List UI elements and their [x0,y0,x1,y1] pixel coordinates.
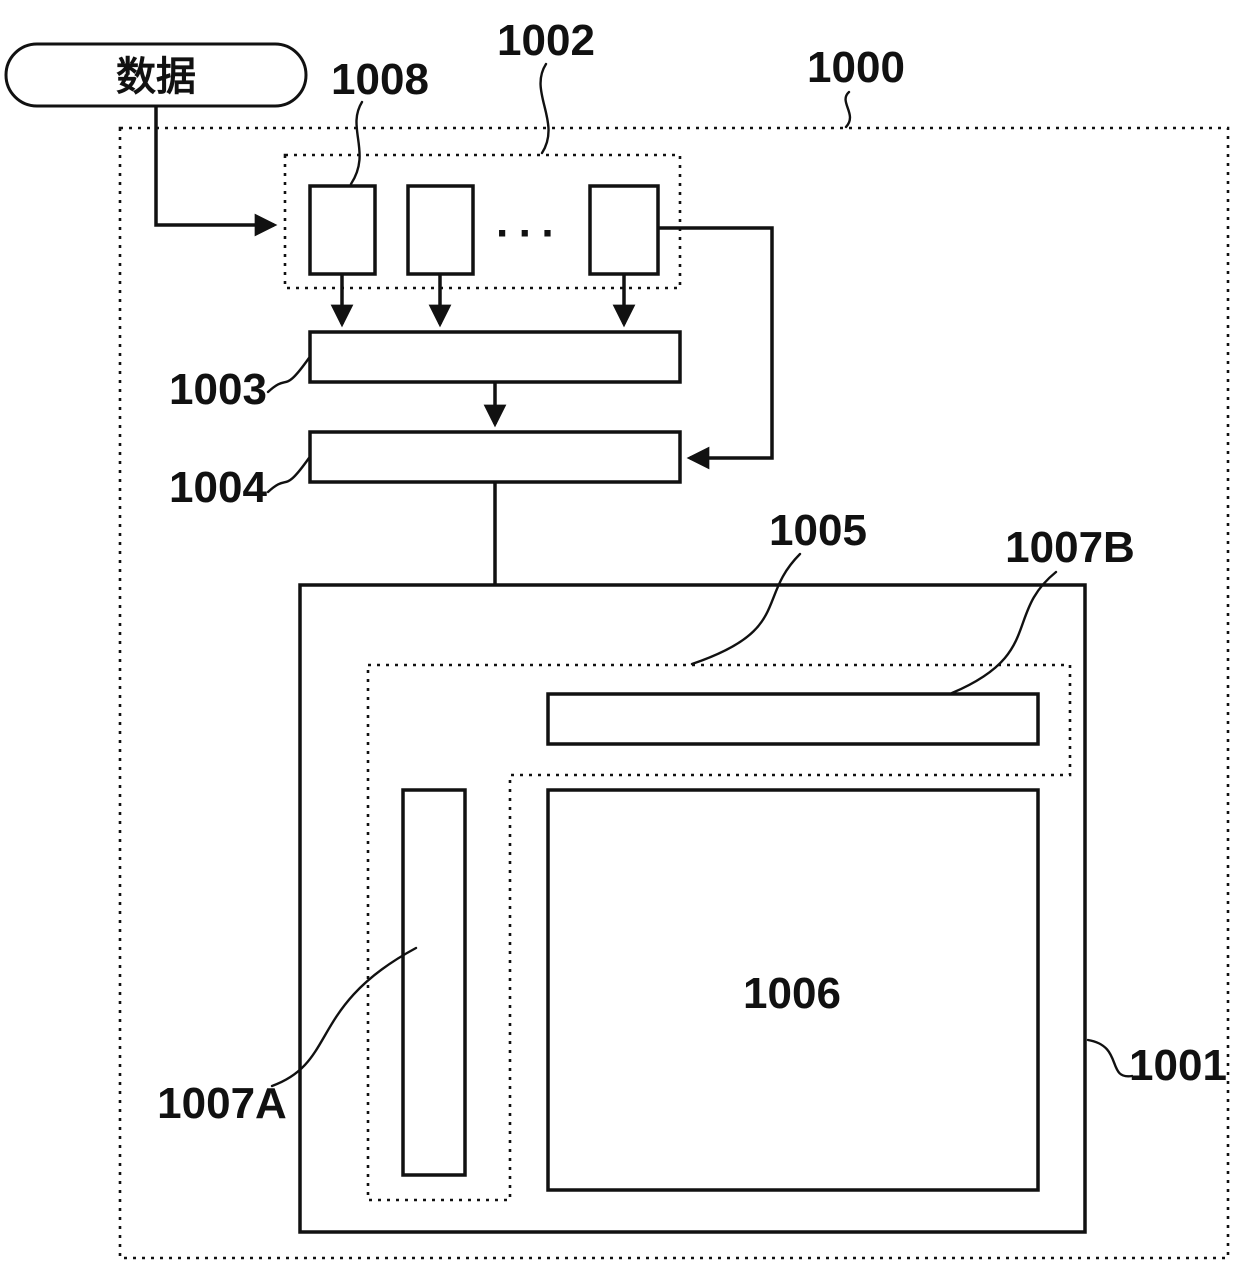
block-1002-dashed-box [283,153,682,290]
ellipsis-between-blocks: ··· [496,209,564,258]
label-1004: 1004 [169,463,267,512]
bar-1003 [308,330,682,384]
driver-bar-1007A [401,788,467,1177]
leader-1002 [539,62,550,155]
label-1008: 1008 [331,55,429,104]
leader-1003 [266,356,311,394]
label-1000: 1000 [807,43,905,92]
label-1007A: 1007A [157,1079,287,1128]
leader-1007A [270,946,418,1088]
driver-region-1005-dashed [366,663,1072,1202]
label-1003: 1003 [169,365,267,414]
pixel-area-1006 [546,788,1040,1192]
driver-bar-1007B [546,692,1040,746]
label-1006: 1006 [743,969,841,1018]
leader-1004 [266,456,311,494]
sub-block-2 [406,184,475,276]
data-input-label: 数据 [116,55,196,99]
leader-1001 [1086,1038,1134,1078]
leader-1008 [349,100,364,186]
leader-1000 [844,90,852,129]
label-1005: 1005 [769,506,867,555]
leader-1005 [690,552,802,666]
sub-block-n [588,184,660,276]
leader-1007B [950,570,1058,695]
sub-block-1 [308,184,377,276]
label-1001: 1001 [1129,1041,1227,1090]
label-1007B: 1007B [1005,523,1135,572]
flow-arrow-data-to-1002 [154,106,278,237]
bar-1004 [308,430,682,484]
flow-arrow-feedback-to-1004 [658,226,774,470]
outer-boundary-1000 [118,126,1230,1260]
label-1002: 1002 [497,16,595,65]
